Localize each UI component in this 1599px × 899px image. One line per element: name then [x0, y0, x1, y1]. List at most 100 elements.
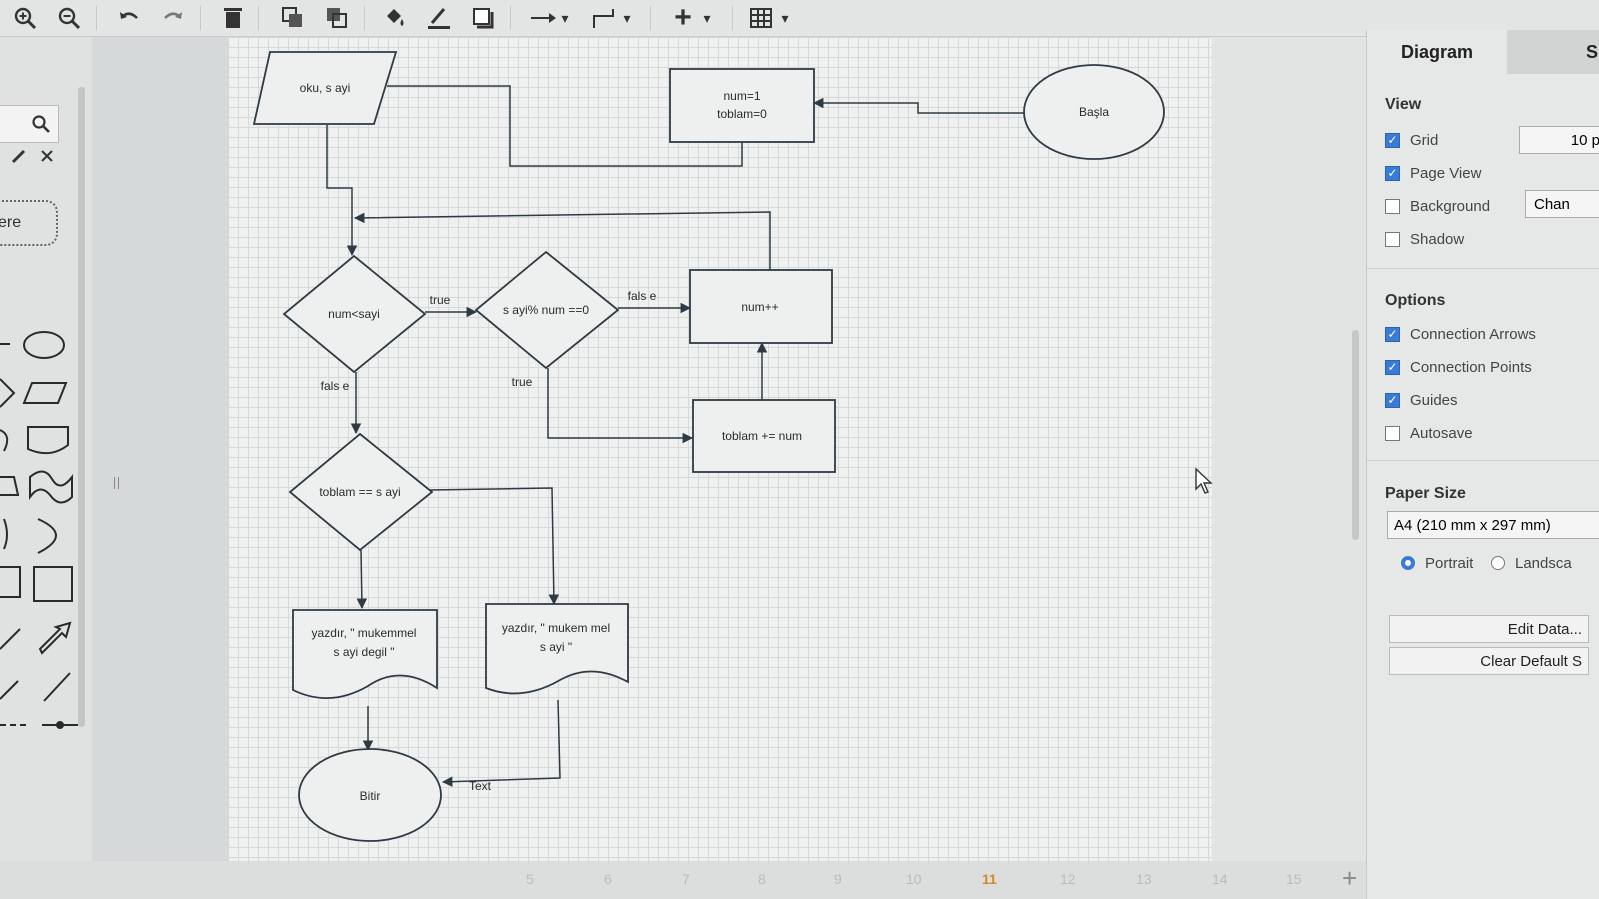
shadow-icon[interactable] — [468, 4, 498, 32]
edge-cond3-out2[interactable] — [429, 487, 560, 606]
node-cond1[interactable] — [282, 254, 427, 374]
option-connection-points[interactable]: ✓ Connection Points — [1385, 356, 1532, 378]
option-guides[interactable]: ✓ Guides — [1385, 389, 1458, 411]
option-portrait[interactable]: Portrait — [1401, 552, 1473, 574]
edit-data-button[interactable]: Edit Data... — [1389, 615, 1589, 643]
node-out1[interactable] — [292, 609, 438, 699]
node-init[interactable] — [669, 68, 815, 143]
node-increment[interactable] — [689, 269, 833, 344]
scratchpad-drop-area[interactable]: ere — [0, 200, 58, 246]
shape-search-box[interactable] — [0, 105, 59, 143]
shapes-scrollbar[interactable] — [78, 87, 85, 727]
autosave-checkbox[interactable] — [1385, 425, 1400, 441]
page-tab[interactable]: 8 — [758, 871, 766, 887]
add-icon[interactable]: + — [674, 1, 692, 34]
edge-label-text[interactable]: Text — [469, 779, 492, 793]
page-tab-current[interactable]: 11 — [982, 871, 997, 887]
zoom-in-icon[interactable] — [10, 4, 40, 32]
undo-icon[interactable] — [114, 4, 144, 32]
node-cond3[interactable] — [288, 432, 434, 552]
shadow-checkbox[interactable] — [1385, 231, 1400, 247]
option-grid[interactable]: ✓ Grid — [1385, 129, 1438, 151]
add-page-icon[interactable]: + — [1342, 863, 1358, 893]
edge-cond3-out1[interactable] — [356, 549, 368, 610]
page-tab[interactable]: 7 — [682, 871, 690, 887]
guides-checkbox[interactable]: ✓ — [1385, 392, 1400, 408]
page-tab[interactable]: 15 — [1286, 871, 1302, 887]
node-cond3-label: toblam == s ayi — [319, 485, 400, 499]
option-landscape[interactable]: Landsca — [1491, 552, 1572, 574]
option-shadow[interactable]: Shadow — [1385, 228, 1464, 250]
grid-checkbox[interactable]: ✓ — [1385, 132, 1400, 148]
node-cond2[interactable] — [474, 250, 620, 370]
panel-resize-handle[interactable] — [114, 477, 119, 489]
edit-icon[interactable] — [10, 147, 28, 165]
grid-label: Grid — [1410, 131, 1439, 149]
page-tab[interactable]: 13 — [1136, 871, 1152, 887]
connection-arrows-checkbox[interactable]: ✓ — [1385, 326, 1400, 342]
to-back-icon[interactable] — [322, 4, 352, 32]
portrait-radio[interactable] — [1401, 556, 1415, 570]
option-autosave[interactable]: Autosave — [1385, 422, 1473, 444]
shape-partial-triangle — [0, 378, 16, 408]
paper-size-select[interactable]: A4 (210 mm x 297 mm) — [1387, 511, 1599, 539]
canvas-scrollbar[interactable] — [1352, 330, 1359, 540]
shape-tape — [29, 470, 73, 504]
search-icon[interactable] — [32, 115, 50, 133]
clear-default-style-button[interactable]: Clear Default S — [1389, 647, 1589, 675]
line-color-icon[interactable] — [424, 4, 454, 32]
table-icon[interactable] — [746, 4, 776, 32]
edge-label-c2-false[interactable]: fals e — [628, 289, 657, 303]
edge-init-input[interactable] — [387, 85, 743, 167]
landscape-radio[interactable] — [1491, 556, 1505, 570]
node-out2[interactable] — [485, 603, 629, 695]
section-divider — [1367, 268, 1599, 269]
redo-icon[interactable] — [158, 4, 188, 32]
option-background[interactable]: Background — [1385, 195, 1490, 217]
fill-color-icon[interactable] — [380, 4, 410, 32]
edge-input-cond1[interactable] — [326, 125, 358, 257]
page-tab[interactable]: 12 — [1060, 871, 1076, 887]
page-tab[interactable]: 9 — [834, 871, 842, 887]
connection-points-checkbox[interactable]: ✓ — [1385, 359, 1400, 375]
tab-diagram[interactable]: Diagram — [1367, 30, 1507, 74]
edge-cond2-accumulate[interactable] — [547, 368, 694, 444]
node-accumulate-label: toblam += num — [722, 429, 802, 443]
edge-loop-back[interactable] — [353, 211, 771, 270]
node-end[interactable] — [298, 748, 442, 842]
close-icon[interactable] — [40, 149, 54, 163]
page-tab[interactable]: 6 — [604, 871, 612, 887]
background-checkbox[interactable] — [1385, 198, 1400, 214]
landscape-label: Landsca — [1515, 554, 1572, 572]
waypoints-dropdown-icon[interactable]: ▾ — [623, 9, 631, 26]
node-start[interactable] — [1023, 64, 1165, 160]
delete-icon[interactable] — [218, 4, 248, 32]
edge-label-c1-true[interactable]: true — [430, 293, 451, 307]
option-connection-arrows[interactable]: ✓ Connection Arrows — [1385, 323, 1536, 345]
tab-style[interactable]: S — [1507, 30, 1599, 74]
connection-dropdown-icon[interactable]: ▾ — [561, 9, 569, 26]
edge-label-c2-true[interactable]: true — [512, 375, 533, 389]
diagram-canvas[interactable]: oku, s ayi num=1 toblam=0 Başla num<sayi… — [228, 37, 1212, 861]
edge-out2-end[interactable] — [441, 699, 561, 787]
node-input[interactable] — [252, 51, 398, 125]
grid-size-input[interactable]: 10 p — [1519, 126, 1599, 154]
shape-parallelogram — [22, 382, 68, 404]
connection-icon[interactable] — [528, 4, 558, 32]
page-tab[interactable]: 14 — [1212, 871, 1228, 887]
to-front-icon[interactable] — [278, 4, 308, 32]
add-dropdown-icon[interactable]: ▾ — [703, 9, 711, 26]
option-page-view[interactable]: ✓ Page View — [1385, 162, 1481, 184]
change-background-button[interactable]: Chan — [1525, 190, 1599, 218]
page-tab[interactable]: 5 — [526, 871, 534, 887]
connection-points-label: Connection Points — [1410, 358, 1532, 376]
page-tab[interactable]: 10 — [906, 871, 922, 887]
page-view-checkbox[interactable]: ✓ — [1385, 165, 1400, 181]
waypoints-icon[interactable] — [590, 4, 620, 32]
node-accumulate[interactable] — [692, 399, 836, 473]
edge-label-c1-false[interactable]: fals e — [321, 379, 350, 393]
paper-size-title: Paper Size — [1385, 485, 1466, 502]
edge-start-init[interactable] — [812, 97, 1024, 114]
table-dropdown-icon[interactable]: ▾ — [781, 9, 789, 26]
zoom-out-icon[interactable] — [54, 4, 84, 32]
